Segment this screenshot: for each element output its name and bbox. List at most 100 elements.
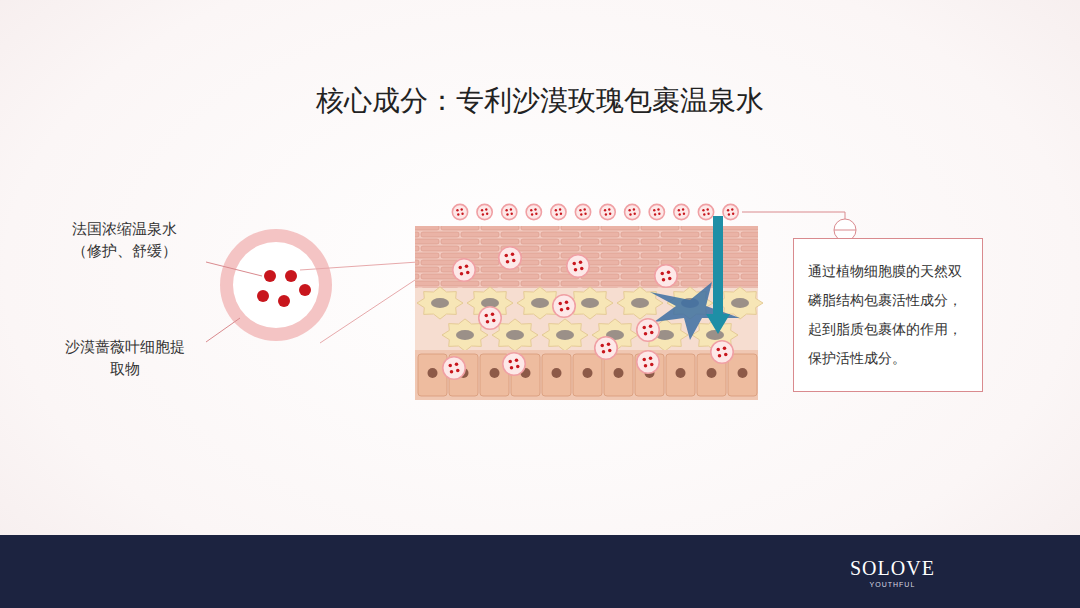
cell-shape <box>417 287 463 319</box>
capsule-dot <box>649 357 653 361</box>
basal-cell <box>418 354 447 396</box>
capsule-dot <box>491 313 495 317</box>
capsule <box>503 353 526 376</box>
capsule-dot <box>530 209 532 211</box>
cell-nucleus <box>456 330 474 340</box>
capsule-dot <box>644 332 648 336</box>
cell-shape <box>542 319 588 351</box>
capsule <box>567 255 590 278</box>
capsule <box>453 259 476 282</box>
capsule-dot <box>584 213 586 215</box>
capsule-dot <box>486 213 488 215</box>
capsule-dot <box>731 208 733 210</box>
capsule-dot <box>515 359 519 363</box>
capsule-dot <box>485 208 487 210</box>
cell-shape <box>617 287 663 319</box>
capsule <box>479 307 502 330</box>
cell-nucleus <box>676 368 686 378</box>
capsule <box>553 295 576 318</box>
basal-cell <box>728 354 757 396</box>
capsule-dot <box>556 213 558 215</box>
capsule-dot <box>608 208 610 210</box>
capsule-dot <box>661 272 665 276</box>
capsule-dot <box>534 208 536 210</box>
capsule <box>502 204 517 219</box>
capsule-dot <box>512 259 516 263</box>
capsule-dot <box>579 209 581 211</box>
capsule-dot <box>509 360 513 364</box>
capsule-dot <box>516 365 520 369</box>
cell-nucleus <box>431 298 449 308</box>
capsule-dot <box>560 308 564 312</box>
capsule-dot <box>566 307 570 311</box>
capsule <box>600 204 615 219</box>
capsule-dot <box>506 213 508 215</box>
capsule <box>526 204 541 219</box>
capsule-dot <box>481 209 483 211</box>
capsule-dot <box>555 209 557 211</box>
capsule <box>443 357 466 380</box>
capsule-dot <box>461 208 463 210</box>
cell-nucleus <box>614 368 624 378</box>
basal-cell <box>604 354 633 396</box>
brand-tagline: YOUTHFUL <box>870 581 916 588</box>
capsule <box>551 204 566 219</box>
capsule-dot <box>466 271 470 275</box>
capsule-dot <box>486 320 490 324</box>
capsule-dot <box>682 208 684 210</box>
capsule-dot <box>628 209 630 211</box>
capsule-dot <box>580 267 584 271</box>
capsule-dot <box>584 208 586 210</box>
capsule-dot <box>485 314 489 318</box>
slide-title: 核心成分：专利沙漠玫瑰包裹温泉水 <box>0 82 1080 120</box>
capsule-dot <box>703 213 705 215</box>
cell-nucleus <box>428 368 438 378</box>
capsule-dot <box>644 364 648 368</box>
capsule-dot <box>707 213 709 215</box>
capsule-dot <box>608 349 612 353</box>
basal-cell <box>542 354 571 396</box>
capsule <box>674 204 689 219</box>
capsule-dot <box>633 208 635 210</box>
ingredient-label: 法国浓缩温泉水 （修护、舒缓） <box>68 218 180 262</box>
capsule <box>625 204 640 219</box>
capsule-dot <box>678 209 680 211</box>
capsule-dot <box>602 350 606 354</box>
capsule-dot <box>505 254 509 258</box>
capsule-dot <box>511 253 515 257</box>
capsule-dot <box>559 208 561 210</box>
capsule-dot <box>505 209 507 211</box>
capsule-dot <box>601 344 605 348</box>
capsule-dot <box>609 213 611 215</box>
capsule-dot <box>650 331 654 335</box>
capsule-dot <box>579 261 583 265</box>
capsule <box>575 204 590 219</box>
capsule-dot <box>727 209 729 211</box>
capsule-dot <box>717 348 721 352</box>
capsule-dot <box>457 213 459 215</box>
description-text: 通过植物细胞膜的天然双 磷脂结构包裹活性成分， 起到脂质包裹体的作用， 保护活性… <box>808 257 968 373</box>
cell-nucleus <box>707 368 717 378</box>
ingredient-label: 沙漠蔷薇叶细胞提 取物 <box>62 336 187 380</box>
capsule-dot <box>456 209 458 211</box>
capsule-dot <box>702 209 704 211</box>
capsule-dot <box>658 213 660 215</box>
capsule-dot <box>718 354 722 358</box>
capsule <box>452 204 467 219</box>
capsule-dot <box>535 213 537 215</box>
footer-band: SOLOVEYOUTHFUL <box>0 535 1080 608</box>
capsule-dot <box>465 265 469 269</box>
capsule <box>595 337 618 360</box>
capsule-dot <box>450 370 454 374</box>
brand-name: SOLOVE <box>850 557 935 580</box>
capsule-dot <box>461 213 463 215</box>
cell-nucleus <box>631 298 649 308</box>
capsule-dot <box>667 271 671 275</box>
basal-cells <box>418 354 757 396</box>
cell-nucleus <box>738 368 748 378</box>
capsule <box>477 204 492 219</box>
capsule-dot <box>668 277 672 281</box>
cell-nucleus <box>506 330 524 340</box>
spinous-cells <box>417 287 763 351</box>
capsule-dot <box>679 213 681 215</box>
